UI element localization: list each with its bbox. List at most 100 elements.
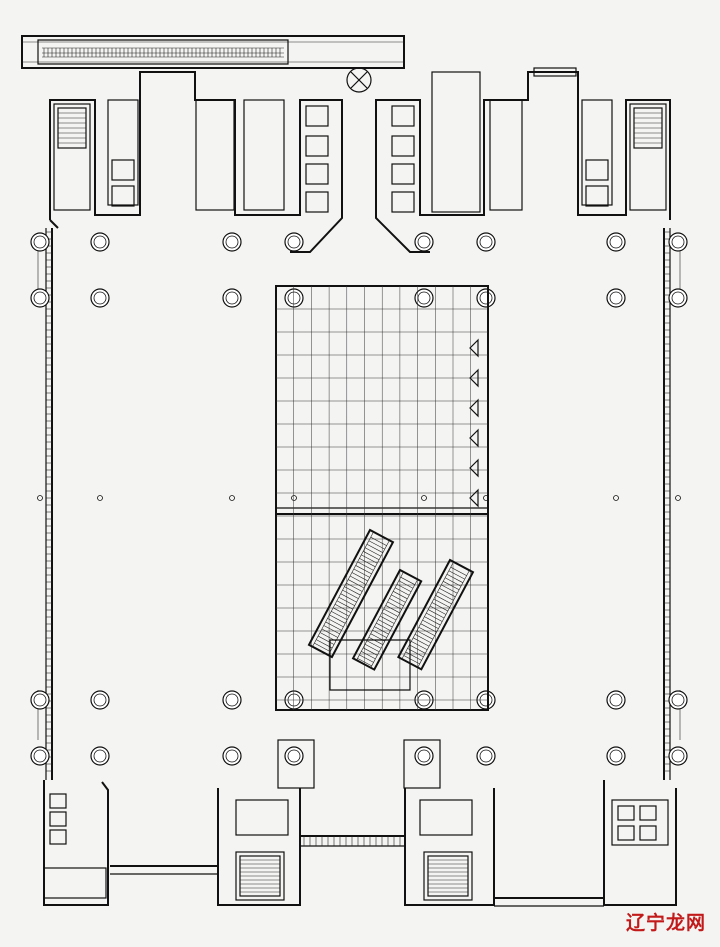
escalator-step <box>346 582 363 592</box>
escalator-rail <box>312 531 374 647</box>
column <box>30 690 50 710</box>
column-inner <box>671 235 685 249</box>
escalator-step <box>340 593 357 603</box>
escalator-step <box>323 625 340 635</box>
small-room <box>585 159 609 181</box>
escalator-step <box>348 579 365 589</box>
column-inner <box>671 693 685 707</box>
small-column <box>421 495 427 501</box>
escalator-step <box>325 621 342 631</box>
column <box>668 288 688 308</box>
escalator-step <box>435 595 452 605</box>
fixture <box>639 825 657 841</box>
triangle-mark <box>469 338 479 358</box>
escalator-step <box>363 551 380 561</box>
small-room <box>305 105 329 127</box>
column-inner <box>609 291 623 305</box>
column <box>476 288 496 308</box>
escalator-step <box>428 609 445 619</box>
column <box>30 232 50 252</box>
escalator-step <box>394 587 410 596</box>
north-core-block <box>49 67 671 253</box>
escalator-step <box>393 591 408 600</box>
escalator-step <box>344 586 361 596</box>
escalator-step <box>403 655 420 665</box>
small-column <box>229 495 235 501</box>
column-inner <box>225 235 239 249</box>
landing <box>329 639 411 691</box>
walkway-treads <box>43 48 281 57</box>
escalator-step <box>446 573 463 583</box>
escalator-step <box>437 591 454 601</box>
column-inner <box>33 693 47 707</box>
escalator-step <box>333 607 350 617</box>
column <box>414 288 434 308</box>
escalator-step <box>372 629 387 638</box>
small-room <box>305 191 329 213</box>
column <box>476 746 496 766</box>
escalator-step <box>374 626 389 635</box>
escalator-step <box>321 628 338 638</box>
escalator-step <box>314 642 331 652</box>
escalator-step <box>334 604 352 613</box>
small-column <box>675 495 681 501</box>
column <box>30 746 50 766</box>
escalator-step <box>329 614 346 624</box>
escalator-step <box>431 602 448 612</box>
escalator-step <box>429 605 447 615</box>
column-inner <box>225 693 239 707</box>
escalator-step <box>364 547 382 557</box>
escalator-step <box>366 543 383 553</box>
small-room <box>305 135 329 157</box>
escalator-step <box>444 577 462 587</box>
column-inner <box>479 235 493 249</box>
column-inner <box>225 291 239 305</box>
escalator-body <box>307 528 395 659</box>
escalator-step <box>400 576 415 585</box>
escalator-step <box>424 616 441 626</box>
escalator-step <box>379 615 395 624</box>
escalator-step <box>439 588 456 598</box>
column-inner <box>33 749 47 763</box>
escalator-step <box>353 568 370 578</box>
escalator-step <box>338 596 355 606</box>
column-inner <box>609 693 623 707</box>
small-column <box>37 495 43 501</box>
escalator-step <box>364 644 380 653</box>
escalator-step <box>336 600 353 610</box>
escalator-step <box>376 622 391 631</box>
escalator-step <box>426 612 443 622</box>
column-inner <box>225 749 239 763</box>
small-column <box>291 495 297 501</box>
fixture <box>49 811 67 827</box>
escalator-step <box>359 654 374 663</box>
escalator-step <box>413 637 430 647</box>
column <box>90 746 110 766</box>
main-hall-outline <box>37 228 681 780</box>
stair <box>633 107 663 149</box>
hall-wall-ticks <box>46 231 670 772</box>
escalator-rail <box>417 570 470 668</box>
escalator-step <box>414 634 432 643</box>
triangle-mark <box>469 368 479 388</box>
escalator-step <box>383 608 399 617</box>
escalator-step <box>391 594 406 603</box>
escalator-step <box>420 623 437 633</box>
escalator-step <box>385 605 400 614</box>
column-inner <box>479 749 493 763</box>
escalator-step <box>317 635 335 645</box>
crossed-circle-symbol <box>346 67 372 93</box>
fixture <box>49 829 67 845</box>
escalator-step <box>381 612 397 621</box>
small-room <box>391 191 415 213</box>
column-inner <box>417 235 431 249</box>
column <box>606 232 626 252</box>
column-inner <box>93 749 107 763</box>
escalator-step <box>359 558 376 568</box>
column-inner <box>671 291 685 305</box>
south-core-block <box>43 739 677 907</box>
escalator-step <box>342 589 359 599</box>
column-inner <box>287 291 301 305</box>
triangle-mark <box>469 488 479 508</box>
